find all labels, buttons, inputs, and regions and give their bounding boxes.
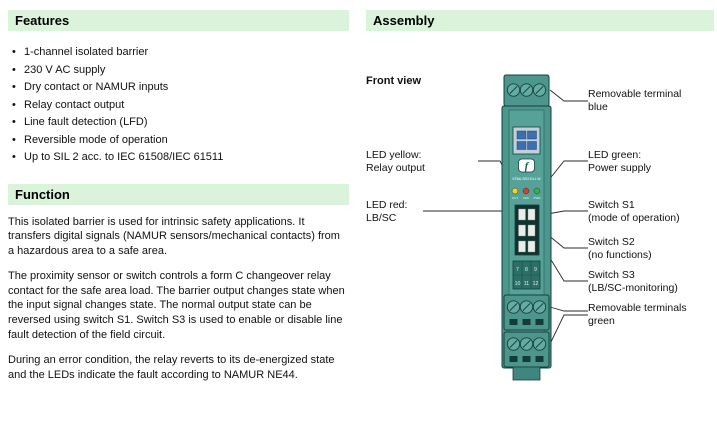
dip-switch-block <box>514 204 540 256</box>
callout-line: Relay output <box>366 161 425 174</box>
function-paragraph: During an error condition, the relay rev… <box>8 353 335 381</box>
feature-item: Relay contact output <box>11 97 349 115</box>
right-column: Assembly <box>366 10 714 411</box>
callout-line: Switch S3 <box>588 269 635 281</box>
callout-line: Removable terminals <box>588 302 687 314</box>
terminal-number: 12 <box>533 281 539 287</box>
features-list: 1-channel isolated barrier 230 V AC supp… <box>11 44 349 167</box>
callout-line: (LB/SC-monitoring) <box>588 281 678 294</box>
callout-line: LED green: <box>588 149 642 161</box>
features-heading-label: Features <box>15 13 70 28</box>
assembly-heading-label: Assembly <box>373 13 435 28</box>
callout-line: Power supply <box>588 161 652 174</box>
function-heading: Function <box>8 183 349 205</box>
callout-line: blue <box>588 100 608 113</box>
feature-item: Reversible mode of operation <box>11 132 349 150</box>
callout-switch-s1: Switch S1 (mode of operation) <box>588 199 716 224</box>
led-green-dot <box>533 187 541 195</box>
callout-removable-terminal-blue: Removable terminal blue <box>588 88 716 113</box>
feature-item: 1-channel isolated barrier <box>11 44 349 62</box>
terminal-number: 9 <box>534 267 537 273</box>
led-tag: CHK <box>523 196 529 200</box>
assembly-heading: Assembly <box>366 10 714 31</box>
callout-led-yellow: LED yellow: Relay output <box>366 149 480 174</box>
led-tag: OUT <box>512 196 519 200</box>
callout-line: Switch S1 <box>588 199 635 211</box>
feature-item: Up to SIL 2 acc. to IEC 61508/IEC 61511 <box>11 149 349 167</box>
callout-line: (mode of operation) <box>588 211 680 224</box>
function-paragraph: This isolated barrier is used for intrin… <box>8 215 340 258</box>
led-tag: PWR <box>534 196 542 200</box>
callout-line: Switch S2 <box>588 236 635 248</box>
callout-line: LED red: <box>366 199 408 211</box>
brand-logo: f <box>518 158 535 173</box>
callout-led-green: LED green: Power supply <box>588 149 716 174</box>
feature-item: 230 V AC supply <box>11 62 349 80</box>
logo-letter: f <box>525 161 530 173</box>
assembly-diagram: f KFA6-SR2-Ex1.W OUT CHK PWR <box>366 69 716 411</box>
function-paragraph: The proximity sensor or switch controls … <box>8 269 345 342</box>
bottom-terminal-block-2 <box>503 331 550 368</box>
features-heading: Features <box>8 10 349 31</box>
callout-line: LED yellow: <box>366 149 422 161</box>
bottom-terminal-block-1 <box>503 294 550 331</box>
terminal-number: 10 <box>515 281 521 287</box>
product-label: KFA6-SR2-Ex1.W <box>512 177 541 181</box>
terminal-number: 7 <box>516 267 519 273</box>
feature-item: Dry contact or NAMUR inputs <box>11 79 349 97</box>
callout-switch-s3: Switch S3 (LB/SC-monitoring) <box>588 269 716 294</box>
terminal-number: 8 <box>525 267 528 273</box>
terminal-number-panel: 7 8 9 10 11 12 <box>512 260 541 290</box>
left-column: Features 1-channel isolated barrier 230 … <box>8 10 349 382</box>
barrier-device: f KFA6-SR2-Ex1.W OUT CHK PWR <box>501 74 552 381</box>
led-row: OUT CHK PWR <box>511 187 542 200</box>
led-red-dot <box>522 187 530 195</box>
callout-removable-terminals-green: Removable terminals green <box>588 302 716 327</box>
front-view-label: Front view <box>366 75 422 87</box>
callout-switch-s2: Switch S2 (no functions) <box>588 236 716 261</box>
barrier-device-drawing: f KFA6-SR2-Ex1.W OUT CHK PWR <box>423 74 588 381</box>
din-rail-foot <box>512 366 541 381</box>
callout-line: green <box>588 314 615 327</box>
top-terminal-block <box>503 74 550 107</box>
led-yellow-dot <box>511 187 519 195</box>
callout-line: Removable terminal <box>588 88 682 100</box>
callout-line: (no functions) <box>588 248 652 261</box>
callout-line: LB/SC <box>366 211 397 224</box>
feature-item: Line fault detection (LFD) <box>11 114 349 132</box>
function-heading-label: Function <box>15 186 70 202</box>
label-panel <box>512 126 541 155</box>
terminal-number: 11 <box>524 281 529 287</box>
callout-led-red: LED red: LB/SC <box>366 199 480 224</box>
